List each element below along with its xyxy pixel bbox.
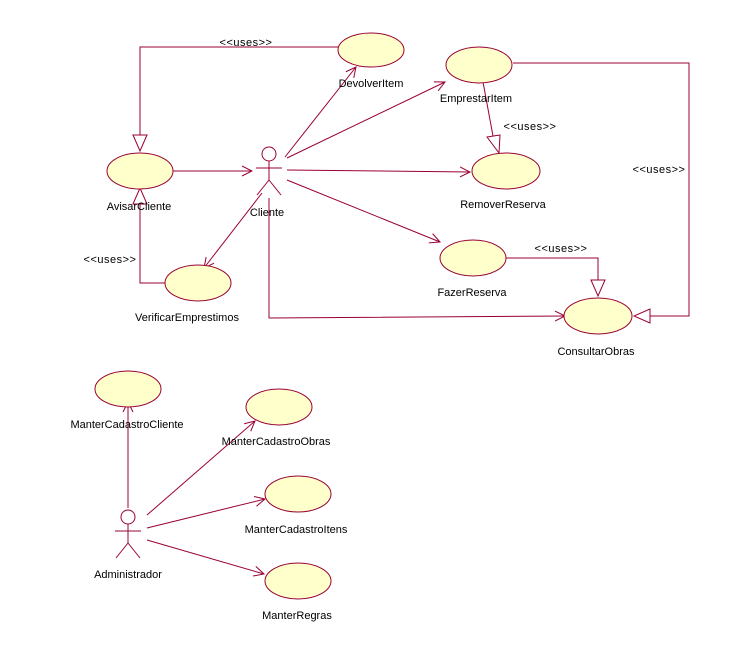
usecase-label: ConsultarObras [557,346,635,358]
usecase-label: ManterCadastroItens [245,524,348,536]
stereotype-label: <<uses>> [84,254,137,266]
usecase-devolveritem[interactable] [337,32,405,68]
assoc-admin-mantercadastroitens [146,499,265,529]
usecase-label: RemoverReserva [460,199,546,211]
actor-leg-left [256,179,270,196]
actor-cliente[interactable] [256,146,282,196]
usecase-label: ManterCadastroCliente [70,419,183,431]
assoc-cliente-removerreserva [286,170,470,172]
actor-administrador[interactable] [115,509,141,559]
usecase-mantercadastroitens[interactable] [264,475,332,513]
stereotype-label: <<uses>> [220,37,273,49]
uses-fazerreserva-consultarobras [506,257,599,280]
assoc-cliente-consultarobras [268,198,565,318]
stereotype-label: <<uses>> [504,121,557,133]
uses-verificaremprestimos-avisarcliente [139,204,165,284]
usecase-label: EmprestarItem [440,93,512,105]
usecase-removerreserva[interactable] [471,152,541,190]
actor-head [120,509,136,525]
usecase-verificaremprestimos[interactable] [164,264,232,302]
actor-leg-right [268,179,282,196]
usecase-mantercadastroobras[interactable] [245,388,313,426]
usecase-label: AvisarCliente [107,201,172,213]
assoc-admin-manterregras [146,539,264,574]
uses-emprestaritem-removerreserva [482,81,494,137]
uses-arrowhead [632,308,651,324]
assoc-cliente-emprestaritem [286,82,445,159]
stereotype-label: <<uses>> [535,243,588,255]
assoc-cliente-verificaremprestimos [204,192,263,268]
usecase-consultarobras[interactable] [563,297,633,335]
usecase-label: ManterRegras [262,610,332,622]
uses-arrowhead [590,279,606,298]
uses-arrowhead [132,186,148,205]
usecase-fazerreserva[interactable] [439,239,507,277]
actor-label: Cliente [250,207,284,219]
uses-devolveritem-avisarcliente [139,46,338,135]
usecase-label: ManterCadastroObras [222,436,331,448]
actor-head [261,146,277,162]
usecase-avisarcliente[interactable] [106,152,174,190]
uses-arrowhead [486,134,501,155]
uses-emprestaritem-consultarobras [513,62,690,317]
usecase-manterregras[interactable] [264,562,332,600]
actor-label: Administrador [94,569,162,581]
usecase-label: VerificarEmprestimos [135,312,239,324]
assoc-cliente-devolveritem [284,67,356,158]
assoc-cliente-fazerreserva [286,179,440,242]
usecase-label: FazerReserva [437,287,507,299]
usecase-mantercadastrocliente[interactable] [94,370,162,408]
usecase-label: DevolverItem [339,78,404,90]
uses-arrowhead [132,134,148,153]
stereotype-label: <<uses>> [633,164,686,176]
usecase-emprestaritem[interactable] [445,46,513,84]
actor-leg-left [115,542,129,559]
assoc-admin-mantercadastroobras [146,421,255,516]
actor-leg-right [127,542,141,559]
